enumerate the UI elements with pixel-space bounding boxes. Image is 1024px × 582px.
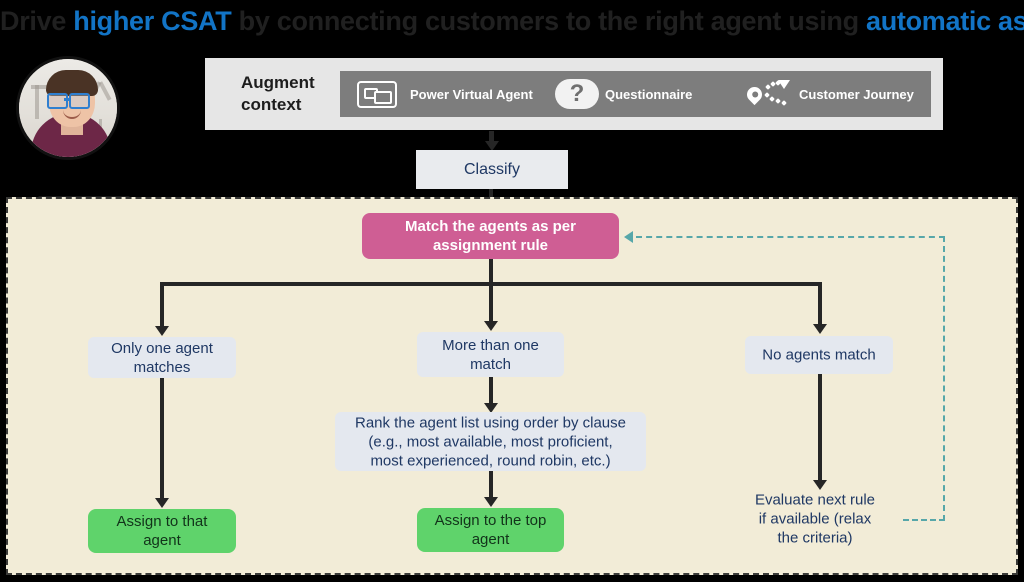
augment-label-line1: Augment: [241, 73, 315, 92]
title-part-1: Drive: [0, 6, 74, 36]
connector-branch-right: [818, 282, 822, 327]
arrowhead-more-than-one: [484, 321, 498, 331]
augment-context-bar: Augment context Power Virtual Agent ? Qu…: [205, 58, 943, 130]
avatar: [16, 56, 120, 160]
slide-title: Drive higher CSAT by connecting customer…: [0, 4, 1024, 40]
feedback-arrowhead: [624, 231, 633, 243]
no-agents-match-label: No agents match: [762, 346, 876, 364]
wall-decor-icon: [31, 85, 47, 89]
connector-branch-left: [160, 282, 164, 329]
only-one-agent-label: Only one agent matches: [111, 339, 213, 376]
evaluate-next-rule-node: Evaluate next rule if available (relax t…: [735, 489, 895, 549]
classify-node: Classify: [416, 150, 568, 189]
arrowhead-assign-that: [155, 498, 169, 508]
glasses-icon: [47, 93, 68, 109]
assign-that-agent-label: Assign to that agent: [116, 513, 208, 549]
arrowhead-only-one: [155, 326, 169, 336]
questionnaire-button[interactable]: ? Questionnaire: [543, 71, 741, 117]
customer-journey-label: Customer Journey: [799, 86, 914, 102]
rank-agent-list-label: Rank the agent list using order by claus…: [355, 414, 626, 469]
assign-that-agent-node: Assign to that agent: [88, 509, 236, 553]
title-part-2: by connecting customers to the right age…: [231, 6, 867, 36]
presenter-block: [16, 56, 130, 214]
arrowhead-evaluate: [813, 480, 827, 490]
title-highlight-1: higher CSAT: [73, 6, 232, 36]
evaluate-next-rule-label: Evaluate next rule if available (relax t…: [754, 491, 876, 547]
connector-branch-center: [489, 282, 493, 324]
arrowhead-assign-top: [484, 497, 498, 507]
connector-augment-to-classify: [489, 131, 494, 144]
customer-journey-button[interactable]: Customer Journey: [735, 71, 931, 117]
match-agents-label: Match the agents as per assignment rule: [405, 218, 576, 254]
match-agents-node: Match the agents as per assignment rule: [362, 213, 619, 259]
only-one-agent-node: Only one agent matches: [88, 337, 236, 378]
wall-decor-icon: [35, 85, 39, 119]
glasses-bridge: [64, 98, 69, 101]
feedback-line-bottom: [903, 519, 945, 521]
title-highlight-2: automatic assignment: [866, 6, 1024, 36]
no-agents-match-node: No agents match: [745, 336, 893, 374]
journey-path-icon: [741, 79, 799, 109]
arrowhead-no-agents: [813, 324, 827, 334]
augment-label-line2: context: [241, 95, 302, 114]
more-than-one-node: More than one match: [417, 332, 564, 377]
more-than-one-label: More than one match: [442, 336, 539, 373]
feedback-line-top: [636, 236, 945, 238]
avatar-hair: [46, 70, 98, 96]
arrowhead-rank: [484, 403, 498, 413]
arrowhead-classify: [485, 141, 499, 151]
connector-one-to-assign: [160, 378, 164, 502]
questionnaire-label: Questionnaire: [605, 86, 693, 102]
assign-top-agent-label: Assign to the top agent: [434, 512, 547, 548]
avatar-smile: [63, 110, 81, 119]
feedback-line-vertical: [943, 236, 945, 521]
chat-bubble-icon: [348, 80, 406, 108]
connector-rank-to-assign: [489, 471, 493, 503]
connector-more-to-rank: [489, 377, 493, 408]
rank-agent-list-node: Rank the agent list using order by claus…: [335, 412, 646, 471]
assign-top-agent-node: Assign to the top agent: [417, 508, 564, 552]
power-virtual-agent-label: Power Virtual Agent: [410, 86, 533, 102]
augment-context-label: Augment context: [241, 72, 351, 116]
question-mark-icon: ?: [549, 79, 605, 109]
connector-match-trunk: [489, 259, 493, 284]
glasses-icon: [69, 93, 90, 109]
connector-none-to-evaluate: [818, 374, 822, 484]
